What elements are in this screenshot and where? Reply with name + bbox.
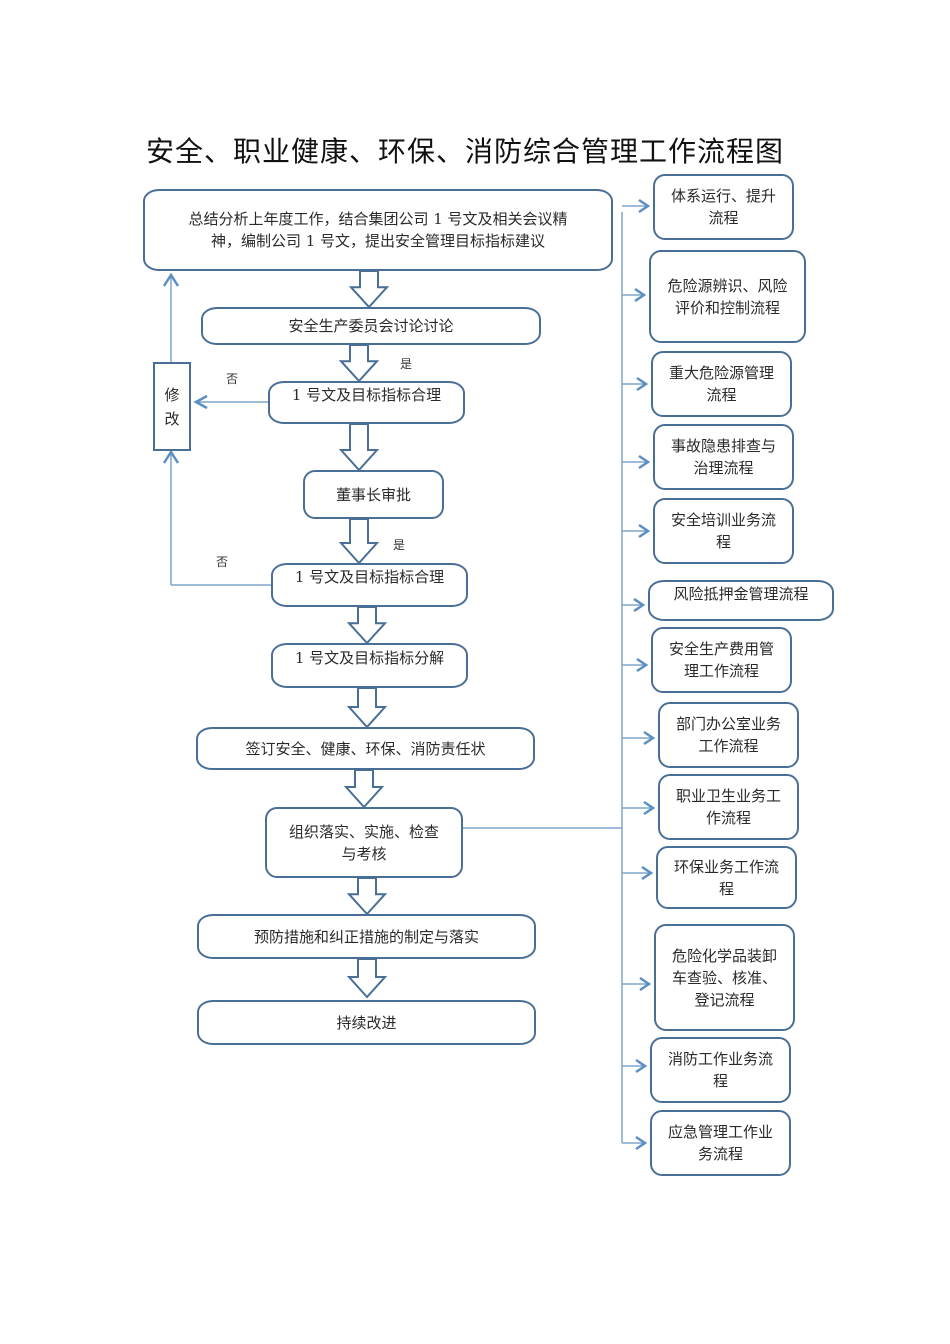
sub-process-major-hazard: 重大危险源管理流程 — [651, 351, 792, 417]
block-arrow-down-icon — [346, 606, 388, 645]
sub-process-fire-protection: 消防工作业务流程 — [650, 1037, 791, 1103]
flow-step-sign-responsibility: 签订安全、健康、环保、消防责任状 — [196, 727, 535, 770]
sub-process-hazard-identification: 危险源辨识、风险评价和控制流程 — [649, 250, 806, 343]
sub-process-hidden-danger: 事故隐患排查与治理流程 — [653, 424, 794, 490]
arrowhead-left-icon — [193, 394, 208, 410]
sub-process-department-office: 部门办公室业务工作流程 — [658, 702, 799, 768]
arrowhead-right-icon — [635, 1135, 648, 1151]
flow-step-implement: 组织落实、实施、检查与考核 — [265, 807, 463, 878]
sub-process-hazardous-chemicals: 危险化学品装卸车查验、核准、登记流程 — [654, 924, 795, 1031]
arrowhead-right-icon — [633, 597, 646, 613]
block-arrow-down-icon — [338, 518, 380, 565]
arrowhead-right-icon — [641, 865, 654, 881]
sub-process-emergency-management: 应急管理工作业务流程 — [650, 1110, 791, 1176]
arrowhead-right-icon — [643, 800, 656, 816]
arrowhead-right-icon — [638, 198, 651, 214]
yes-label: 是 — [393, 538, 406, 552]
arrowhead-right-icon — [635, 1058, 648, 1074]
flow-step-continuous-improvement: 持续改进 — [197, 1000, 536, 1045]
block-arrow-down-icon — [343, 769, 385, 809]
decision-reasonable-2: 1 号文及目标指标合理 — [271, 563, 468, 607]
block-arrow-down-icon — [338, 423, 380, 472]
sub-process-safety-cost: 安全生产费用管理工作流程 — [651, 627, 792, 693]
block-arrow-down-icon — [346, 877, 388, 916]
no-label: 否 — [226, 372, 239, 386]
no-label: 否 — [216, 555, 229, 569]
arrowhead-right-icon — [639, 976, 652, 992]
sub-process-safety-training: 安全培训业务流程 — [653, 498, 794, 564]
flow-step-corrective-actions: 预防措施和纠正措施的制定与落实 — [197, 914, 536, 959]
revise-box: 修改 — [153, 362, 191, 451]
arrowhead-right-icon — [638, 523, 651, 539]
sub-process-system-operation: 体系运行、提升流程 — [653, 174, 794, 240]
flow-step-chairman-approval: 董事长审批 — [303, 470, 444, 519]
block-arrow-down-icon — [346, 958, 388, 999]
arrowhead-up-icon — [162, 449, 180, 464]
block-arrow-down-icon — [338, 344, 380, 383]
sub-process-environmental: 环保业务工作流程 — [656, 846, 797, 909]
sub-process-occupational-health: 职业卫生业务工作流程 — [658, 774, 799, 840]
arrowhead-right-icon — [636, 657, 649, 673]
block-arrow-down-icon — [348, 270, 390, 309]
arrowhead-right-icon — [636, 376, 649, 392]
arrowhead-right-icon — [643, 730, 656, 746]
block-arrow-down-icon — [346, 687, 388, 729]
flow-step-committee: 安全生产委员会讨论讨论 — [201, 307, 541, 345]
flow-step-decompose: 1 号文及目标指标分解 — [271, 643, 468, 688]
sub-process-risk-deposit: 风险抵押金管理流程 — [648, 580, 834, 621]
decision-reasonable-1: 1 号文及目标指标合理 — [268, 381, 465, 424]
flow-step-plan: 总结分析上年度工作，结合集团公司 1 号文及相关会议精神，编制公司 1 号文，提… — [143, 189, 613, 271]
arrowhead-right-icon — [634, 287, 647, 303]
arrowhead-up-icon — [162, 272, 180, 287]
yes-label: 是 — [400, 357, 413, 371]
arrowhead-right-icon — [638, 454, 651, 470]
page-title: 安全、职业健康、环保、消防综合管理工作流程图 — [146, 135, 785, 168]
